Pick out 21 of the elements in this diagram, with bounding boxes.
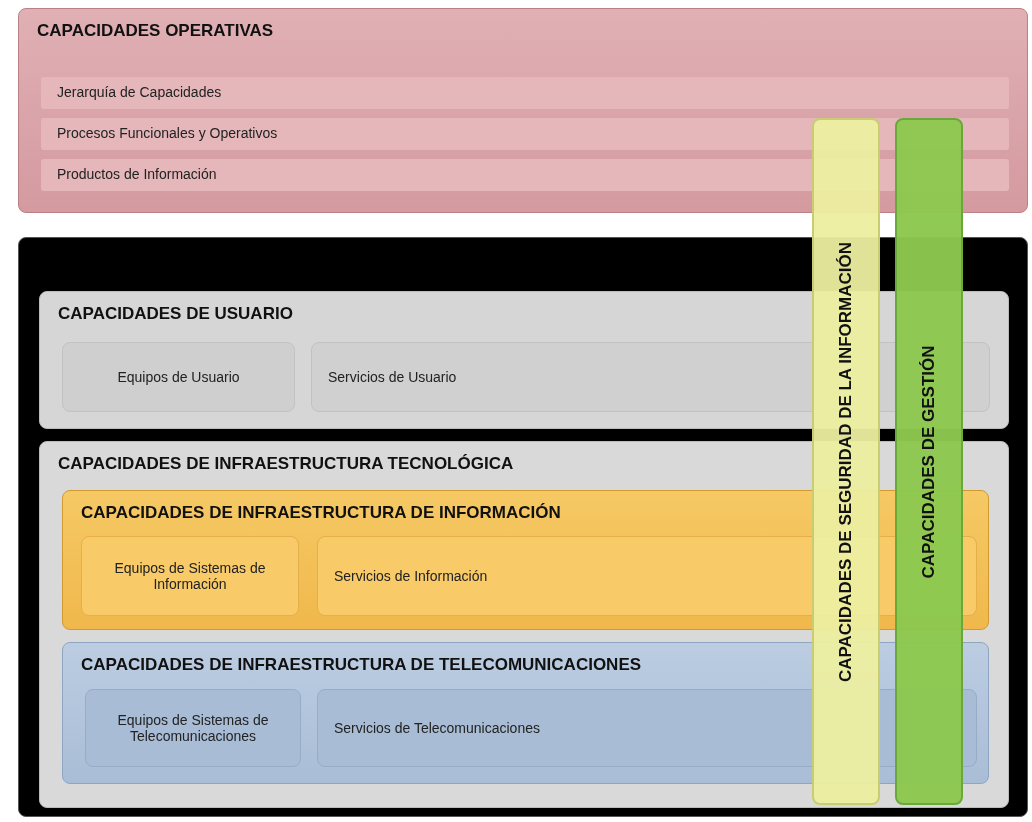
layer-panel — [18, 8, 1028, 213]
item-label: Jerarquía de Capacidades — [57, 84, 222, 100]
band-title: CAPACIDADES DE SEGURIDAD DE LA INFORMACIÓN — [836, 241, 856, 682]
item-label: Productos de Información — [57, 166, 217, 182]
vertical-band — [895, 118, 963, 805]
item-label: Procesos Funcionales y Operativos — [57, 125, 278, 141]
item-box — [81, 536, 299, 616]
item-label: Equipos de Sistemas de Telecomunicaciones — [116, 712, 270, 744]
panel-title: CAPACIDADES OPERATIVAS — [37, 21, 274, 41]
panel-title: CAPACIDADES DE INFRAESTRUCTURA DE INFORMACIÓN — [81, 503, 561, 523]
panel-title: CAPACIDADES DE INFRAESTRUCTURA TECNOLÓGICA — [58, 454, 514, 474]
vertical-band — [812, 118, 880, 805]
item-label: Equipos de Usuario — [116, 369, 241, 385]
item-label: Servicios de Usuario — [328, 369, 457, 385]
panel-title: CAPACIDADES DE INFRAESTRUCTURA DE TELECOMUNICACIONES — [81, 655, 642, 675]
band-title: CAPACIDADES DE GESTIÓN — [919, 345, 939, 578]
item-label: Servicios de Información — [334, 568, 488, 584]
item-label: Equipos de Sistemas de Información — [113, 560, 267, 592]
panel-title: CAPACIDADES DE USUARIO — [58, 304, 293, 324]
item-label: Servicios de Telecomunicaciones — [334, 720, 540, 736]
item-box — [85, 689, 301, 767]
